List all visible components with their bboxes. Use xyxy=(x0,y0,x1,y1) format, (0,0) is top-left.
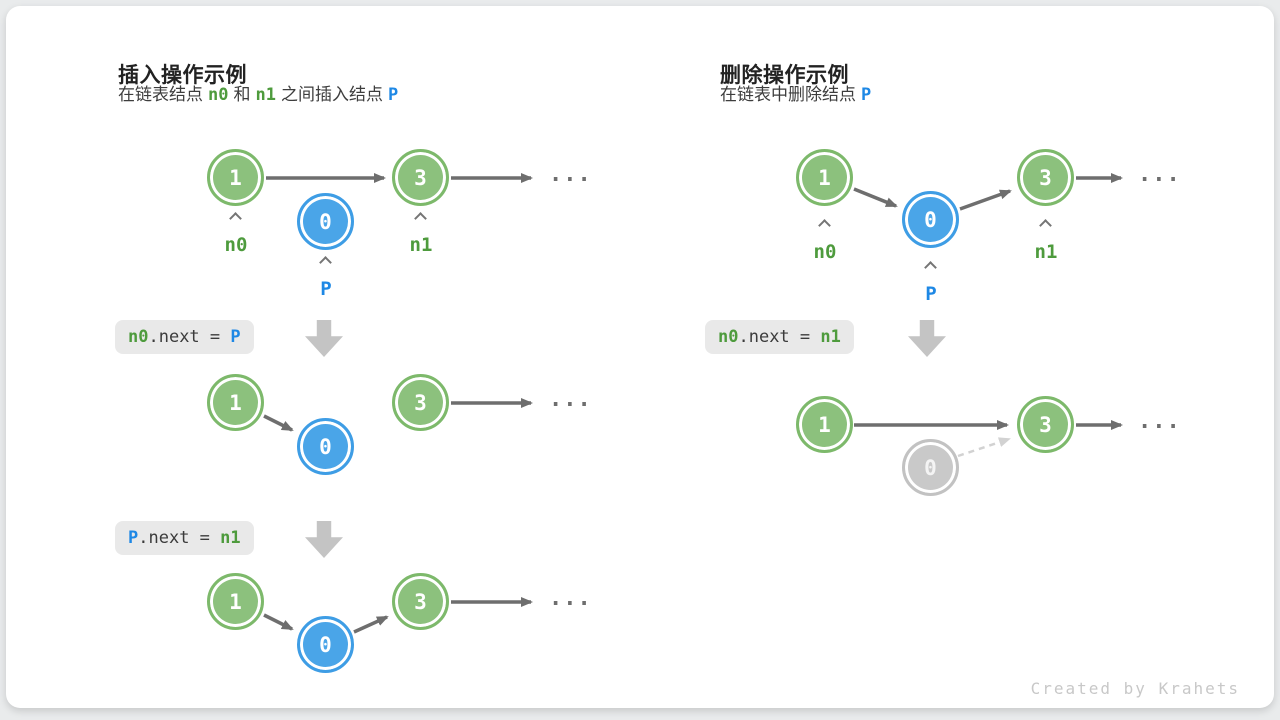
delete-subtitle: 在链表中删除结点 P xyxy=(720,80,876,105)
list-node: 3 xyxy=(1017,396,1074,453)
list-node: 1 xyxy=(207,573,264,630)
footer-credit: Created by Krahets xyxy=(1030,679,1240,698)
code-mid: .next = xyxy=(148,327,231,347)
list-ellipsis: ... xyxy=(549,586,592,611)
pointer-caret-icon xyxy=(925,260,937,272)
insert-subtitle-text3: 之间插入结点 xyxy=(280,85,383,104)
list-node: 1 xyxy=(207,374,264,431)
list-node-p: 0 xyxy=(297,616,354,673)
pointer-caret-icon xyxy=(1040,218,1052,230)
code-mid: .next = xyxy=(738,327,821,347)
list-node: 1 xyxy=(207,149,264,206)
token-n1: n1 xyxy=(255,85,276,105)
arrow-delete2-0-to-3-dashed xyxy=(957,437,1011,458)
pointer-caret-icon xyxy=(320,255,332,267)
delete-subtitle-text1: 在链表中删除结点 xyxy=(720,85,856,104)
insert-subtitle-text2: 和 xyxy=(233,85,251,104)
token-p: P xyxy=(387,85,399,105)
arrow-insert2-1-to-0 xyxy=(263,414,294,432)
list-node: 3 xyxy=(392,149,449,206)
code-lhs: n0 xyxy=(718,327,739,347)
token-n0: n0 xyxy=(208,85,229,105)
code-rhs: P xyxy=(230,327,241,347)
arrow-insert3-1-to-0 xyxy=(263,613,294,631)
list-node-p: 0 xyxy=(297,418,354,475)
pointer-caret-icon xyxy=(415,211,427,223)
pointer-label-p: P xyxy=(925,283,937,305)
list-node: 3 xyxy=(392,374,449,431)
pointer-label-n1: n1 xyxy=(409,234,433,256)
list-ellipsis: ... xyxy=(549,387,592,412)
list-node: 1 xyxy=(796,149,853,206)
pointer-label-p: P xyxy=(320,278,332,300)
list-ellipsis: ... xyxy=(549,162,592,187)
list-ellipsis: ... xyxy=(1138,409,1181,434)
list-node-p: 0 xyxy=(297,193,354,250)
pointer-caret-icon xyxy=(230,211,242,223)
code-lhs: n0 xyxy=(128,327,149,347)
list-node: 3 xyxy=(392,573,449,630)
pointer-label-n0: n0 xyxy=(224,234,248,256)
code-chip-n0-next-n1: n0.next = n1 xyxy=(705,320,854,354)
insert-subtitle-text1: 在链表结点 xyxy=(118,85,203,104)
pointer-label-n0: n0 xyxy=(813,241,837,263)
code-chip-n0-next-p: n0.next = P xyxy=(115,320,254,354)
arrow-insert3-0-to-3 xyxy=(353,615,389,634)
list-node-removed: 0 xyxy=(902,439,959,496)
code-chip-p-next-n1: P.next = n1 xyxy=(115,521,254,555)
code-rhs: n1 xyxy=(220,528,241,548)
arrow-delete1-1-to-0 xyxy=(853,187,898,208)
pointer-label-n1: n1 xyxy=(1034,241,1058,263)
list-node: 1 xyxy=(796,396,853,453)
list-node-p: 0 xyxy=(902,191,959,248)
arrow-delete1-0-to-3 xyxy=(959,189,1012,211)
code-lhs: P xyxy=(128,528,139,548)
list-ellipsis: ... xyxy=(1138,162,1181,187)
token-p: P xyxy=(861,85,872,105)
list-node: 3 xyxy=(1017,149,1074,206)
pointer-caret-icon xyxy=(819,218,831,230)
delete-title: 删除操作示例 xyxy=(720,64,849,88)
insert-title: 插入操作示例 xyxy=(118,64,247,88)
code-mid: .next = xyxy=(138,528,221,548)
code-rhs: n1 xyxy=(820,327,841,347)
